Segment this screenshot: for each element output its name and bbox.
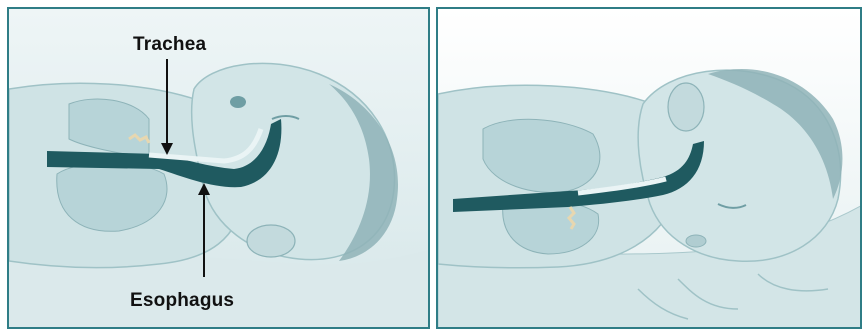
mouth [230,96,246,108]
esophagus-label: Esophagus [130,290,234,312]
infant-stomach-illustration [438,9,862,329]
ear [247,225,295,257]
nose [686,235,706,247]
ear [668,83,704,131]
panel-back-sleeping: Trachea Esophagus [7,7,430,329]
trachea-label: Trachea [133,34,206,56]
infant-back-illustration [9,9,430,329]
panel-stomach-sleeping [436,7,862,329]
